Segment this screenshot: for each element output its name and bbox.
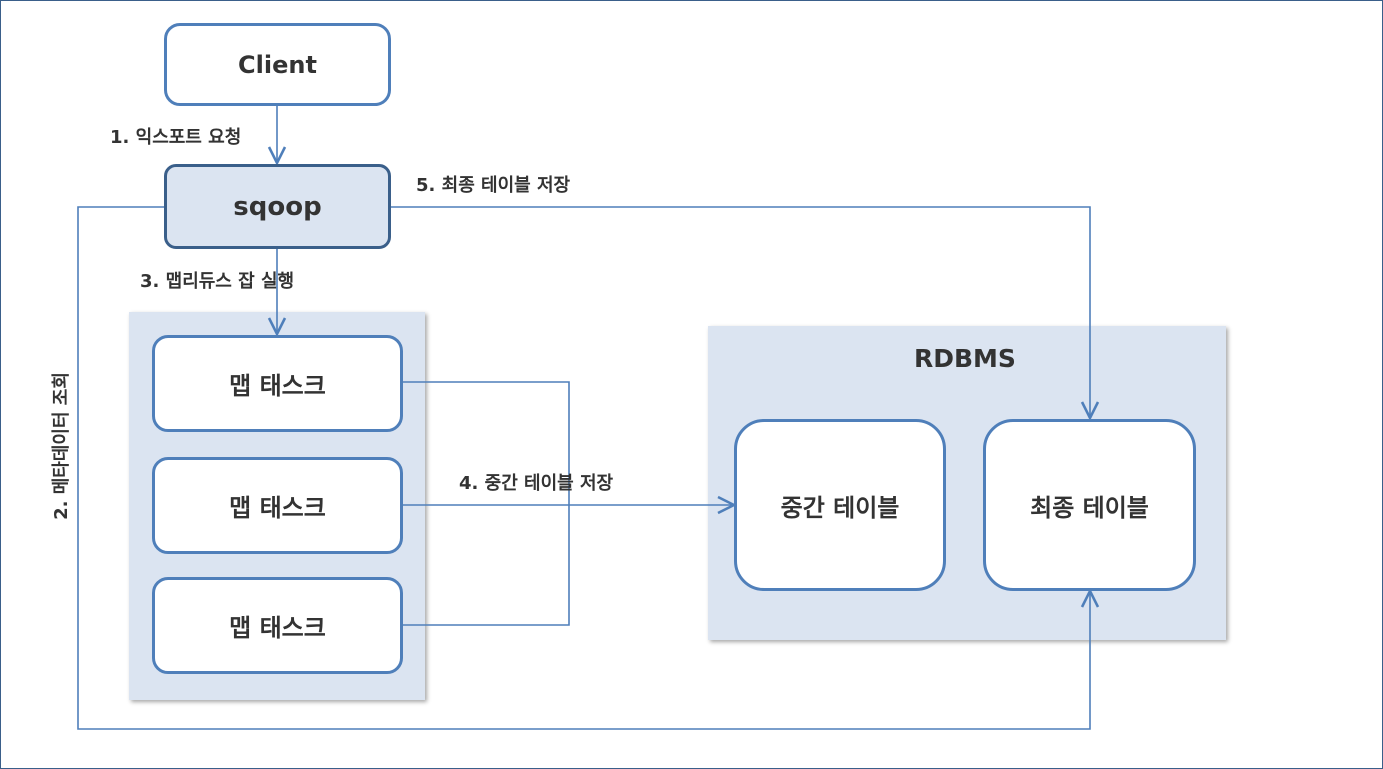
sqoop-node: sqoop	[164, 164, 391, 249]
edge-label-step3: 3. 맵리듀스 잡 실행	[140, 271, 295, 292]
line-maptask1-merge	[403, 381, 570, 626]
map-task-node-2: 맵 태스크	[152, 457, 403, 554]
map-task-node-1: 맵 태스크	[152, 335, 403, 432]
final-table-node: 최종 테이블	[983, 419, 1196, 591]
arrow-sqoop-to-final-table-top	[391, 206, 1090, 418]
edge-label-step1: 1. 익스포트 요청	[110, 127, 242, 148]
edge-label-step4: 4. 중간 테이블 저장	[459, 473, 614, 494]
map-task-node-3: 맵 태스크	[152, 577, 403, 674]
arrow-metadata-to-final-table-bottom	[77, 206, 1090, 730]
edge-label-step2: 2. 메타데이터 조회	[51, 372, 72, 520]
rdbms-title: RDBMS	[914, 344, 1016, 373]
client-node: Client	[164, 23, 391, 106]
intermediate-table-node: 중간 테이블	[734, 419, 946, 591]
edge-label-step5: 5. 최종 테이블 저장	[416, 175, 571, 196]
